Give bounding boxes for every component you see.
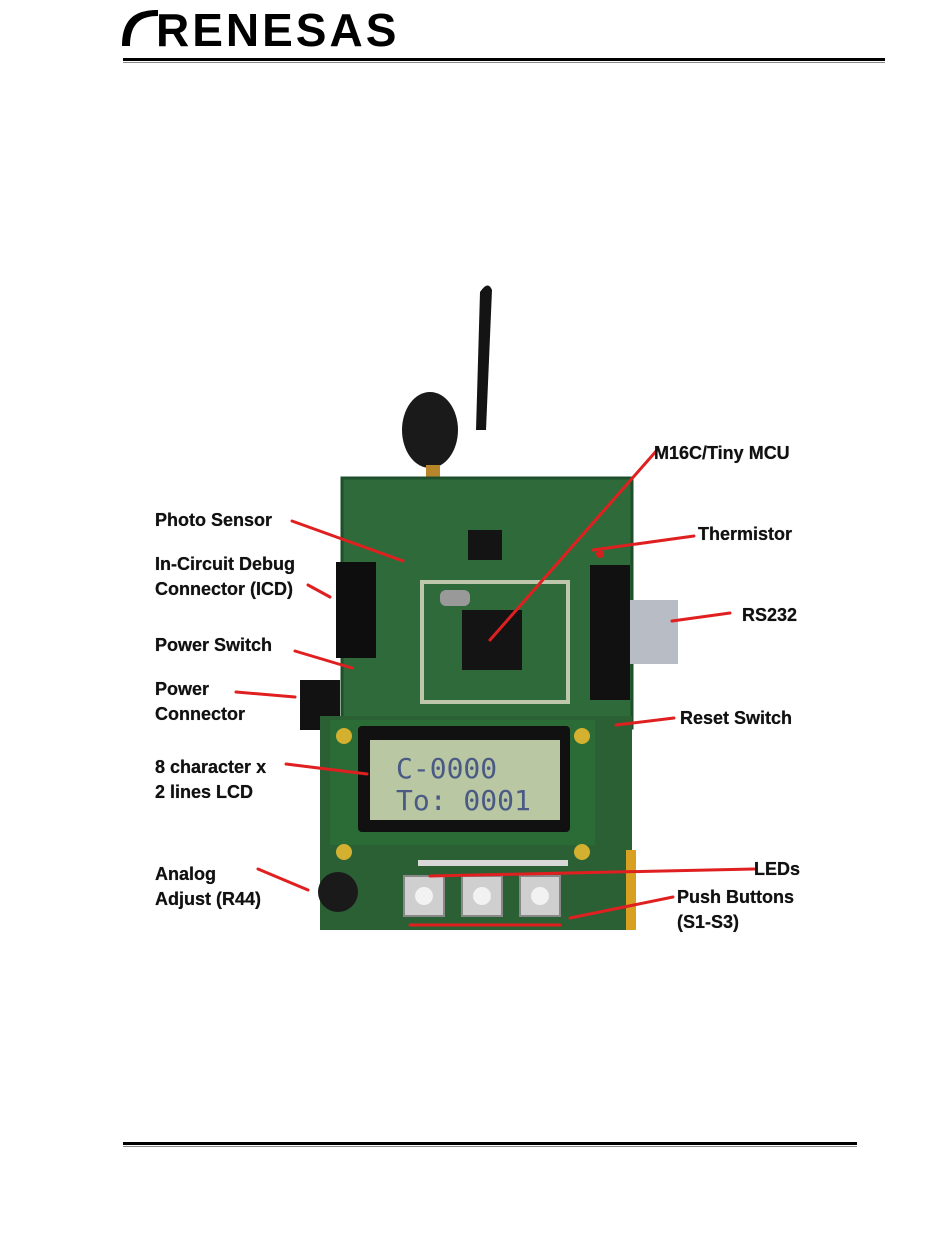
label-power-switch: Power Switch xyxy=(155,633,272,658)
label-push-buttons: Push Buttons (S1-S3) xyxy=(677,885,794,935)
board-photo: C-0000 To: 0001 xyxy=(300,280,700,940)
label-icd-connector: In-Circuit Debug Connector (ICD) xyxy=(155,552,295,602)
label-mcu: M16C/Tiny MCU xyxy=(654,441,790,466)
lcd-line-2: To: 0001 xyxy=(396,784,531,817)
label-analog-adjust: Analog Adjust (R44) xyxy=(155,862,261,912)
label-rs232: RS232 xyxy=(742,603,797,628)
label-leds: LEDs xyxy=(754,857,800,882)
label-reset-switch: Reset Switch xyxy=(680,706,792,731)
header-rule xyxy=(123,58,885,61)
renesas-logo: RENESAS xyxy=(118,6,423,54)
footer-rule xyxy=(123,1142,857,1145)
lcd-line-1: C-0000 xyxy=(396,752,497,785)
brand-name: RENESAS xyxy=(156,7,399,53)
label-lcd: 8 character x 2 lines LCD xyxy=(155,755,266,805)
label-photo-sensor: Photo Sensor xyxy=(155,508,272,533)
label-power-connector: Power Connector xyxy=(155,677,245,727)
label-thermistor: Thermistor xyxy=(698,522,792,547)
